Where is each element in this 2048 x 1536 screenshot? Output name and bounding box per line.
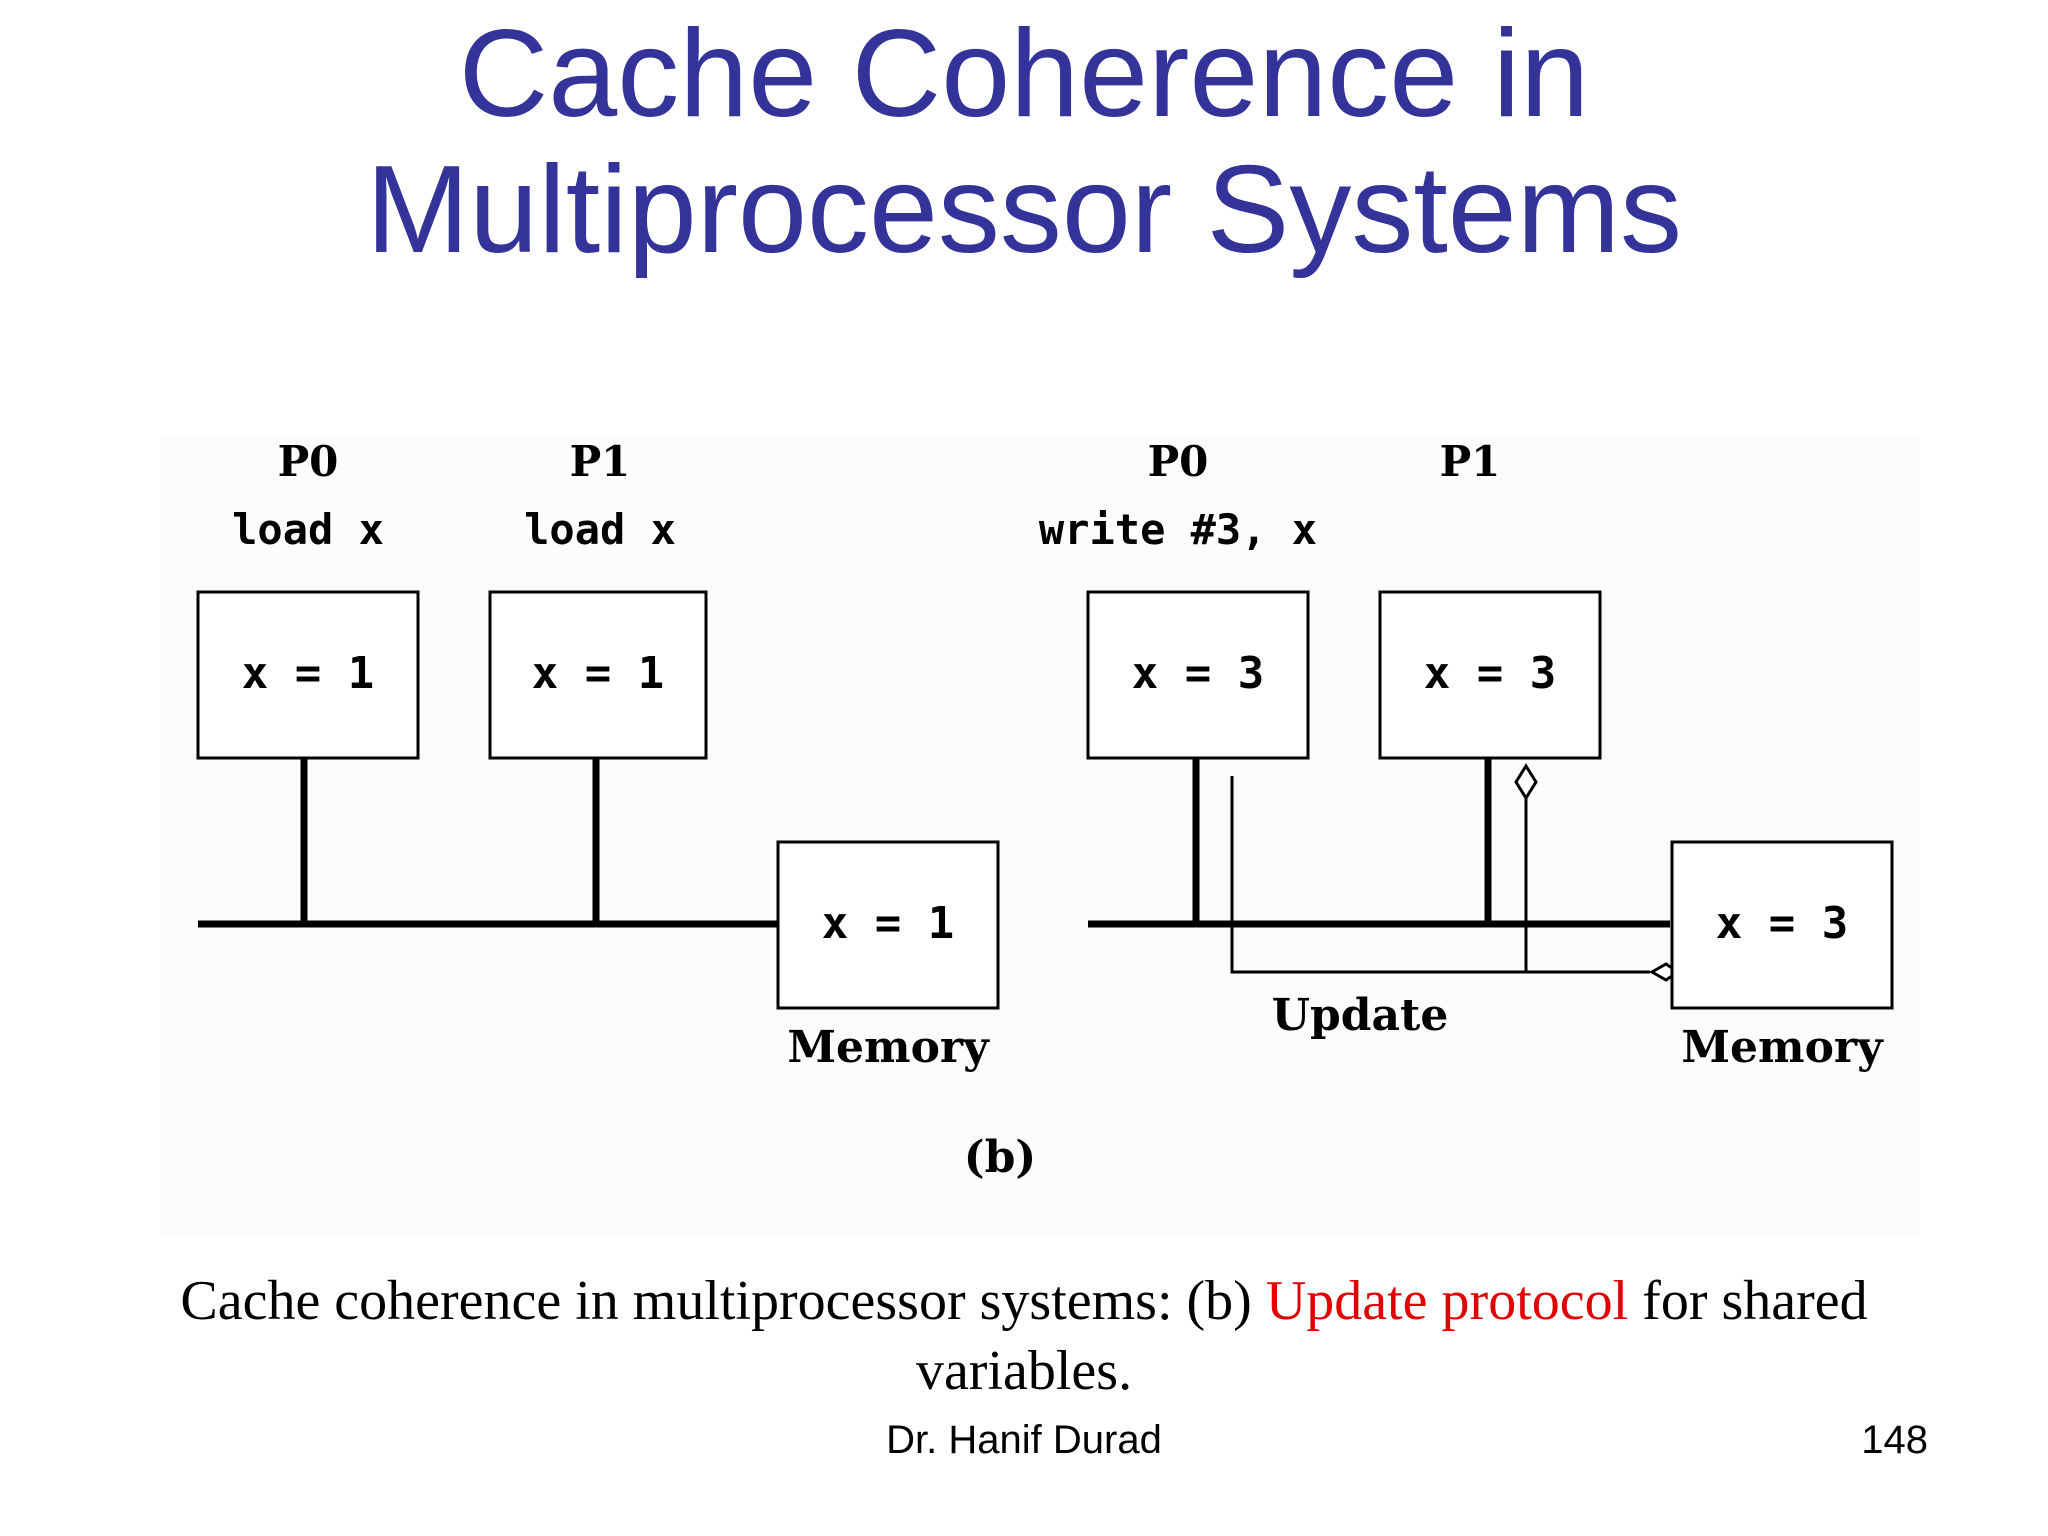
caption-part-1: Cache coherence in multiprocessor system… xyxy=(180,1270,1234,1332)
caption-highlight: Update protocol xyxy=(1265,1270,1629,1332)
right-memory-box xyxy=(1670,840,1894,1010)
left-p0-label: P0 xyxy=(278,437,339,486)
cache-coherence-diagram: P0 load x P1 load x x = 1 x = 1 x = 1 Me… xyxy=(160,436,1920,1236)
left-p1-cache-value: x = 1 xyxy=(532,648,664,699)
right-memory-label: Memory xyxy=(1681,1022,1884,1073)
left-p1-label: P1 xyxy=(570,437,631,486)
update-arrow-to-p1-icon xyxy=(1514,763,1538,801)
slide-title-line-1: Cache Coherence in xyxy=(458,5,1590,143)
caption-part-3: for shared variables. xyxy=(915,1270,1868,1402)
right-p0-cache-value: x = 3 xyxy=(1132,648,1264,699)
left-p0-cache-box xyxy=(196,590,420,760)
figure-caption: Cache coherence in multiprocessor system… xyxy=(150,1266,1898,1406)
left-p1-cache-box xyxy=(488,590,708,760)
right-p1-label: P1 xyxy=(1440,437,1501,486)
subfigure-label: (b) xyxy=(964,1132,1036,1183)
left-memory-value: x = 1 xyxy=(822,898,954,949)
right-memory-value: x = 3 xyxy=(1716,898,1848,949)
caption-part-2: ) xyxy=(1233,1270,1266,1332)
footer-author: Dr. Hanif Durad xyxy=(886,1418,1162,1462)
update-path xyxy=(1230,776,1650,974)
diagram-background xyxy=(160,436,1920,1236)
slide-title-line-2: Multiprocessor Systems xyxy=(365,141,1683,279)
left-p1-operation: load x xyxy=(524,505,676,554)
left-memory-label: Memory xyxy=(787,1022,990,1073)
right-p0-operation: write #3, x xyxy=(1039,505,1317,554)
left-p0-operation: load x xyxy=(232,505,384,554)
right-p0-label: P0 xyxy=(1148,437,1209,486)
update-label: Update xyxy=(1272,990,1449,1041)
left-memory-box xyxy=(776,840,1000,1010)
left-p0-cache-value: x = 1 xyxy=(242,648,374,699)
page-number: 148 xyxy=(1861,1418,1928,1462)
right-p1-cache-value: x = 3 xyxy=(1424,648,1556,699)
